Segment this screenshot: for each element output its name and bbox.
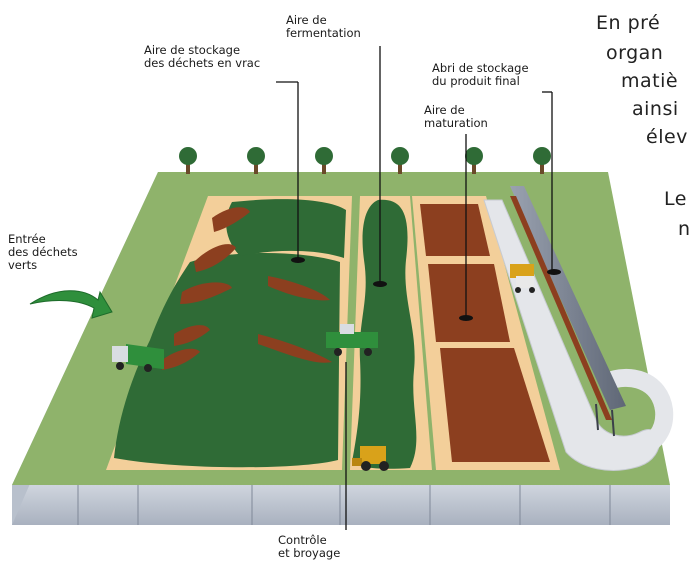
- road-turn: [602, 368, 674, 457]
- fermentation-label-line1: Aire de: [286, 13, 327, 27]
- maturation-windrows: [420, 204, 550, 462]
- entry-label-line2: des déchets: [8, 245, 78, 259]
- fermentation-label: Aire de fermentation: [286, 14, 361, 40]
- shredder-icon: [326, 324, 378, 356]
- shelter-label: Abri de stockage du produit final: [432, 62, 529, 88]
- shelter-label-line2: du produit final: [432, 74, 520, 88]
- truck-icon: [112, 343, 164, 372]
- maturation-label-line1: Aire de: [424, 103, 465, 117]
- loader-icon: [352, 446, 389, 471]
- entry-arrow-icon: [29, 290, 113, 319]
- tree-row: [179, 147, 551, 174]
- leader-lines: [276, 46, 553, 530]
- dump-truck-icon: [510, 264, 535, 293]
- tree-icon: [391, 147, 409, 174]
- tree-icon: [465, 147, 483, 174]
- maturation-label: Aire de maturation: [424, 104, 488, 130]
- side-text-line4: ainsi: [632, 98, 679, 120]
- control-label-line2: et broyage: [278, 546, 341, 560]
- side-text-line5: élev: [646, 126, 688, 148]
- tree-icon: [247, 147, 265, 174]
- side-text-line3: matiè: [621, 70, 679, 92]
- side-text-line1: En pré: [596, 12, 661, 34]
- entry-label-line1: Entrée: [8, 232, 46, 246]
- entry-label: Entrée des déchets verts: [8, 233, 78, 272]
- green-waste-pile: [114, 253, 340, 468]
- final-product-pile: [510, 196, 612, 420]
- green-waste-pile-top: [226, 199, 346, 258]
- shelter-label-line1: Abri de stockage: [432, 61, 529, 75]
- shelter-posts: [595, 403, 615, 437]
- side-text-line7: n: [678, 218, 691, 240]
- brown-piles: [162, 207, 332, 370]
- leader-markers: [291, 257, 561, 321]
- side-text-line2: organ: [606, 42, 664, 64]
- side-text-line6: Le: [664, 188, 687, 210]
- entry-label-line3: verts: [8, 258, 38, 272]
- maturation-label-line2: maturation: [424, 116, 488, 130]
- tree-icon: [533, 147, 551, 174]
- storage-shelter-roof: [510, 186, 626, 410]
- control-label: Contrôle et broyage: [278, 534, 340, 560]
- tree-icon: [179, 147, 197, 174]
- front-wall: [12, 485, 670, 525]
- bulk-storage-label: Aire de stockage des déchets en vrac: [144, 44, 260, 70]
- fermentation-windrow: [352, 199, 417, 469]
- fermentation-label-line2: fermentation: [286, 26, 361, 40]
- control-label-line1: Contrôle: [278, 533, 327, 547]
- bulk-storage-label-line2: des déchets en vrac: [144, 56, 261, 70]
- bulk-storage-label-line1: Aire de stockage: [144, 43, 241, 57]
- tree-icon: [315, 147, 333, 174]
